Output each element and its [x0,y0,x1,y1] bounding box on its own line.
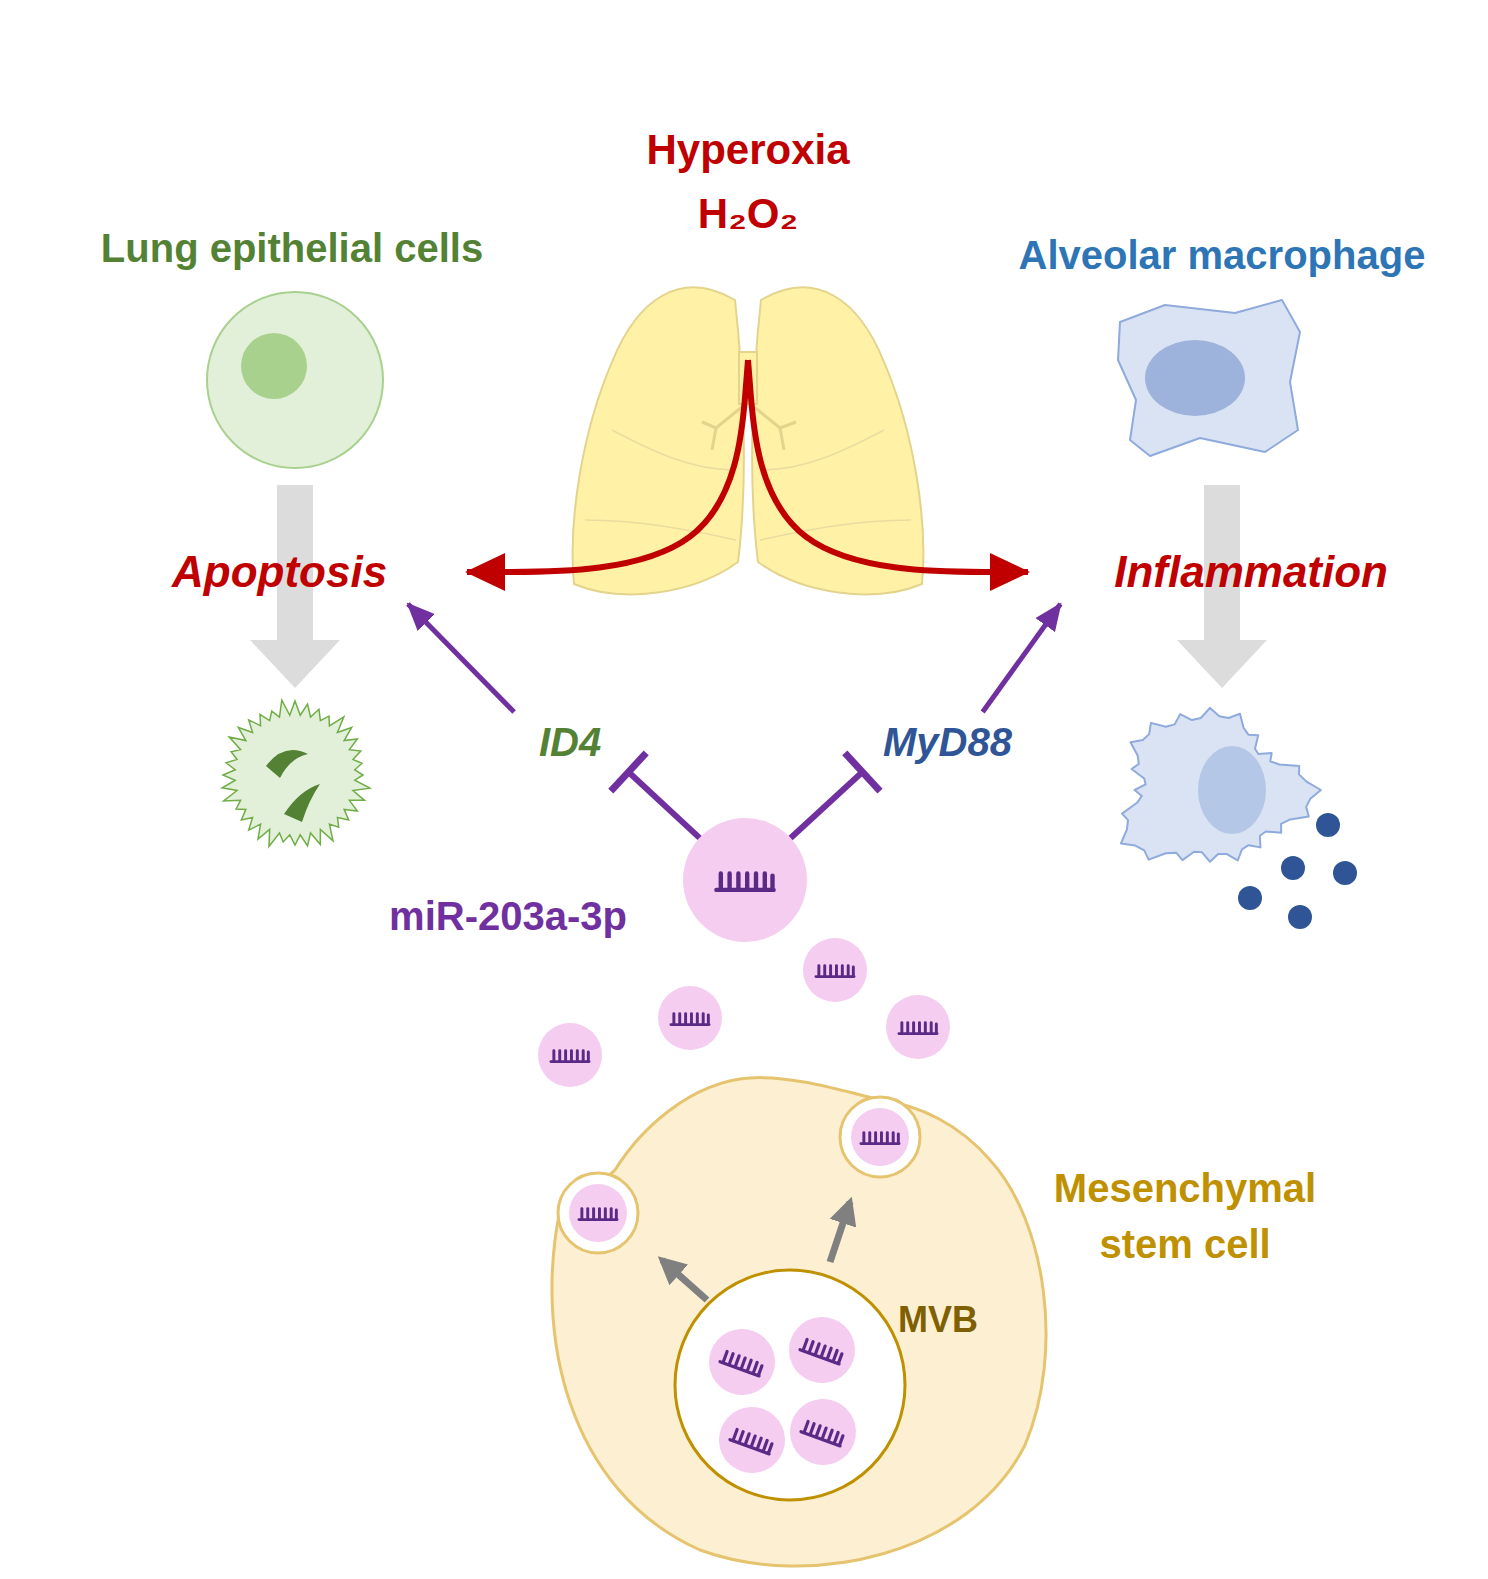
node-label: Apoptosis [172,540,467,604]
cell-nucleus [1145,340,1245,416]
node-outline [672,1267,908,1503]
intraluminal-vesicle [700,1320,785,1405]
cell-nucleus [1198,746,1266,834]
exosome [803,938,867,1002]
activated-macrophage [1121,708,1321,862]
mirna-symbol [730,1428,773,1454]
mirna-symbol [720,1350,763,1376]
mirna-symbol [816,966,854,977]
node-label: ID4 [505,712,635,772]
cell-type-label: Lung epithelial cells [42,220,542,276]
mirna-symbol [861,1133,899,1144]
cytokine-dot [1288,905,1312,929]
alveolar-macrophage [1118,300,1300,456]
exosome [538,1023,602,1087]
outcome-label: Inflammation [1028,540,1388,604]
node-label: miR-203a-3p [353,888,663,944]
mirna-symbol [551,1051,589,1062]
mirna-symbol [800,1338,843,1364]
gene-label: ID4 [505,712,635,772]
lungs [573,287,924,594]
node-label: MVB [898,1295,1008,1345]
trachea [739,352,757,404]
exosome [569,1184,627,1242]
node-label: Mesenchymal stem cell [1035,1160,1335,1272]
exosome [658,986,722,1050]
macrophage-membrane [1121,708,1321,862]
exosome [886,995,950,1059]
secretion-arrow [830,1202,850,1262]
exosomes [538,938,950,1087]
mirna-vesicle: miR-203a-3p [683,818,807,942]
outcome-label: Apoptosis [172,540,467,604]
promotion-arrow [408,604,514,712]
exosome [700,1320,785,1405]
cytokine-dot [1333,861,1357,885]
cytokines [1238,813,1357,929]
exosome [780,1308,865,1393]
right-lung [752,287,923,594]
mirna-symbol [801,1420,844,1446]
cell-nucleus [241,333,307,399]
node-label: Inflammation [1028,540,1388,604]
mirna-symbol [671,1014,709,1025]
promotion-arrow [983,604,1061,712]
budding-pocket [558,1173,638,1253]
node-label: Alveolar macrophage [962,227,1482,283]
stimulus-arrow [748,360,1028,572]
gene-label: MyD88 [855,712,1040,772]
exosome [710,1398,795,1483]
lung-lobe-lines [585,430,911,540]
apoptotic-membrane [222,700,370,846]
budding-pocket [840,1097,920,1177]
inhibition-connector [629,772,700,838]
node-label: Hyperoxia [620,118,876,182]
inhibition-connector [791,772,863,838]
exosome [683,818,807,942]
node-label: MyD88 [855,712,1040,772]
exosome [781,1390,866,1475]
cytokine-dot [1281,856,1305,880]
cell-fragment [266,750,308,778]
cytokine-dot [1316,813,1340,837]
cell-fragment [284,784,320,822]
secretion-arrow [662,1260,707,1300]
bronchi [702,402,796,450]
intraluminal-vesicle [710,1398,795,1483]
cell-type-label: Alveolar macrophage [962,227,1482,283]
apoptotic-cell [222,700,370,846]
mirna-symbol [716,873,773,890]
stimulus-arrow [467,360,748,572]
intraluminal-vesicle [780,1308,865,1393]
node-label: H₂O₂ [620,182,876,246]
left-lung [573,287,744,594]
node-label: Lung epithelial cells [42,220,542,276]
mirna-symbol [579,1209,617,1220]
exosome [851,1108,909,1166]
node-outline [683,818,807,942]
mvb-membrane [675,1270,905,1500]
mirna-symbol [899,1023,937,1034]
intraluminal-vesicle [781,1390,866,1475]
multivesicular-body: MVB [672,1267,908,1503]
stimulus-label: HyperoxiaH₂O₂ [620,118,876,360]
stem-cell: Mesenchymal stem cellMVB [520,1050,1060,1575]
cell-membrane [552,1078,1046,1566]
epithelial-cell [207,292,383,468]
cytokine-dot [1238,886,1262,910]
